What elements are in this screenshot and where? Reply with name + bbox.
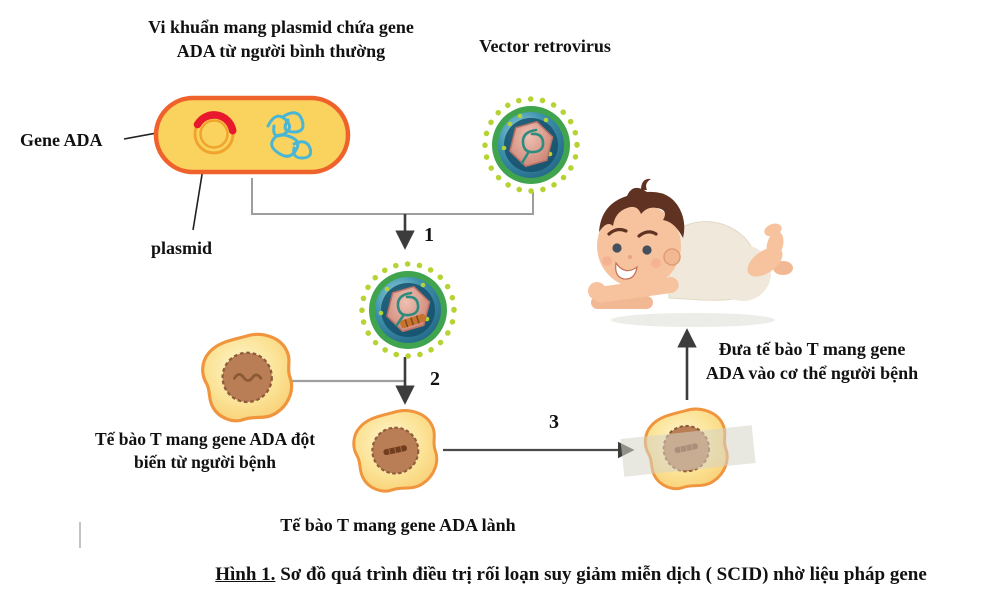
label-tcell-mutant-line1: Tế bào T mang gene ADA đột [94, 429, 316, 449]
label-bacteria: Vi khuẩn mang plasmid chứa gene ADA từ n… [148, 16, 414, 64]
label-gene-ada: Gene ADA [20, 130, 103, 150]
tcell-healthy-icon [352, 409, 439, 493]
baby-hair-icon [599, 187, 685, 238]
combine-bracket [251, 178, 534, 215]
label-bacteria-line1: Vi khuẩn mang plasmid chứa gene [148, 17, 414, 37]
baby-icon [588, 178, 793, 327]
bacterium-icon [153, 95, 351, 175]
figure-caption-number: Hình 1. [215, 564, 276, 585]
ada-gene-fragment-icon [400, 313, 426, 329]
step2-number: 2 [430, 368, 440, 390]
label-tcell-healthy: Tế bào T mang gene ADA lành [280, 515, 516, 535]
label-vector-retrovirus: Vector retrovirus [479, 36, 611, 56]
step3-number: 3 [549, 411, 559, 433]
mutant-gene-icon [233, 373, 263, 382]
label-deliver: Đưa tế bào T mang gene ADA vào cơ thể ng… [706, 338, 918, 386]
ada-gene-bar-icon [383, 445, 407, 456]
label-deliver-line1: Đưa tế bào T mang gene [718, 339, 906, 359]
step1-number: 1 [424, 224, 434, 246]
figure-caption-text: Sơ đồ quá trình điều trị rối loạn suy gi… [275, 564, 927, 585]
recombinant-retrovirus-icon [359, 261, 457, 359]
gene-ada-segment-icon [193, 111, 237, 135]
label-tcell-mutant: Tế bào T mang gene ADA đột biến từ người… [95, 428, 315, 474]
chromosome-icon [266, 111, 313, 160]
tcell-mutant-icon [201, 332, 294, 423]
label-plasmid: plasmid [151, 238, 213, 258]
figure-caption: Hình 1. Sơ đồ quá trình điều trị rối loạ… [215, 564, 927, 586]
label-bacteria-line2: ADA từ người bình thường [176, 40, 386, 61]
label-deliver-line2: ADA vào cơ thể người bệnh [705, 362, 919, 383]
retrovirus-icon [482, 96, 580, 194]
label-tcell-mutant-line2: biến từ người bệnh [133, 452, 277, 473]
viral-rna-icon [520, 128, 545, 165]
